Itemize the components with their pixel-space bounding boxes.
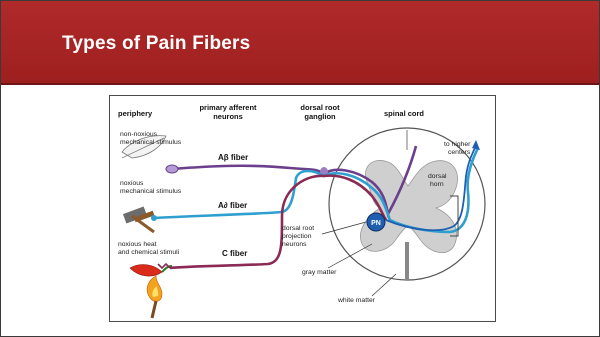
title-bar: Types of Pain Fibers bbox=[1, 1, 599, 85]
header-spinal-cord: spinal cord bbox=[384, 109, 424, 118]
label-non-noxious-2: mechanical stimulus bbox=[120, 139, 182, 146]
label-noxious-heat: noxious heat bbox=[118, 241, 157, 248]
label-noxious-mech-2: mechanical stimulus bbox=[120, 188, 182, 195]
dorsal-septum bbox=[406, 130, 408, 150]
label-non-noxious: non-noxious bbox=[120, 131, 158, 138]
label-dorsal-horn: dorsal bbox=[428, 173, 447, 180]
label-white-matter: white matter bbox=[337, 297, 376, 304]
diagram-canvas: PN periphery primary afferent neurons do… bbox=[110, 96, 495, 321]
pn-label: PN bbox=[371, 220, 381, 227]
hammer-icon bbox=[123, 207, 154, 232]
pain-fiber-diagram: PN periphery primary afferent neurons do… bbox=[109, 95, 496, 322]
a-beta-ending bbox=[166, 165, 178, 173]
slide-title: Types of Pain Fibers bbox=[62, 33, 250, 55]
label-dorsal-horn-2: horn bbox=[430, 181, 444, 188]
label-to-higher: to higher bbox=[444, 141, 471, 148]
label-noxious-mech: noxious bbox=[120, 180, 144, 187]
a-delta-ending bbox=[151, 215, 157, 221]
ventral-fissure bbox=[405, 242, 409, 280]
header-primary-afferent: primary afferent bbox=[199, 103, 257, 112]
label-noxious-heat-2: and chemical stimuli bbox=[118, 249, 180, 256]
white-matter-pointer bbox=[372, 274, 396, 296]
label-a-delta-fiber: A∂ fiber bbox=[218, 201, 247, 210]
header-primary-afferent-2: neurons bbox=[213, 112, 243, 121]
label-drpn-3: neurons bbox=[282, 241, 307, 248]
label-a-beta-fiber: Aβ fiber bbox=[218, 153, 248, 162]
header-dorsal-root-2: ganglion bbox=[304, 112, 336, 121]
label-drpn-2: projection bbox=[282, 233, 312, 240]
header-periphery: periphery bbox=[118, 109, 153, 118]
label-drpn: dorsal root bbox=[282, 225, 314, 232]
pepper-icon bbox=[130, 265, 172, 277]
to-higher-arrowhead bbox=[472, 140, 480, 150]
label-c-fiber: C fiber bbox=[222, 249, 247, 258]
header-dorsal-root: dorsal root bbox=[300, 103, 340, 112]
label-to-higher-2: centers bbox=[448, 149, 471, 156]
label-gray-matter: gray matter bbox=[302, 269, 337, 276]
flame-icon bbox=[147, 276, 162, 318]
